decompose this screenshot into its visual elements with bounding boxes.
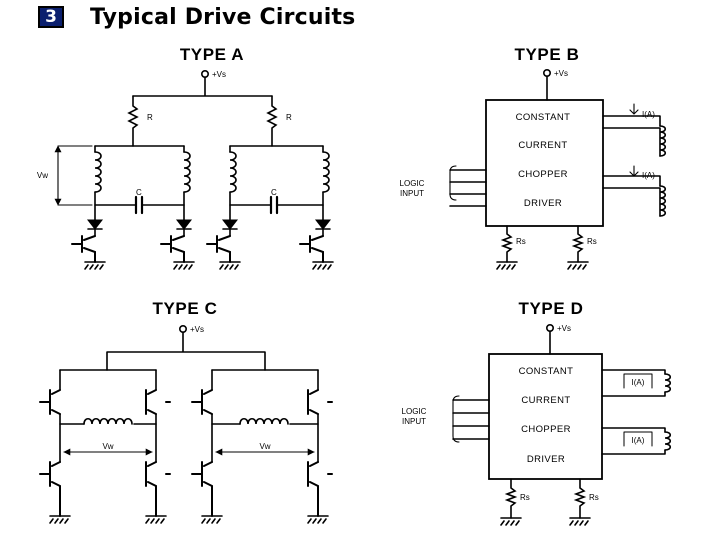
header: 3 Typical Drive Circuits xyxy=(38,4,355,30)
type-d-box-line-1: CONSTANT xyxy=(519,366,574,377)
type-b-box-line-2: CURRENT xyxy=(518,140,567,151)
type-d-title: TYPE D xyxy=(518,299,583,318)
type-b-input-label-2: INPUT xyxy=(400,189,424,198)
type-b-input-label-1: LOGIC xyxy=(400,179,425,188)
type-a-resistor-right xyxy=(266,95,278,147)
section-badge: 3 xyxy=(38,6,64,28)
type-c-vw-label-left: Vw xyxy=(102,442,113,451)
type-d-coil-1 xyxy=(664,373,672,393)
type-d-rs-label-1: Rs xyxy=(520,493,530,502)
type-b-box-line-4: DRIVER xyxy=(524,198,562,209)
type-d-box-line-4: DRIVER xyxy=(527,454,565,465)
type-b-box-line-1: CONSTANT xyxy=(516,112,571,123)
type-d-input-label-1: LOGIC xyxy=(402,407,427,416)
type-b-driver-box xyxy=(485,99,604,227)
type-d-box-line-2: CURRENT xyxy=(521,395,570,406)
type-a-title: TYPE A xyxy=(180,45,244,64)
type-b-rs-label-2: Rs xyxy=(587,237,597,246)
type-c-title: TYPE C xyxy=(152,299,217,318)
type-b-coil-1 xyxy=(659,125,667,157)
type-a-circuit: TYPE A +Vs R R Vw C C xyxy=(37,45,334,270)
page-title: Typical Drive Circuits xyxy=(90,4,356,30)
type-a-resistor-label-left: R xyxy=(147,113,153,122)
type-a-supply-label: +Vs xyxy=(212,70,226,79)
type-b-rs-label-1: Rs xyxy=(516,237,526,246)
type-b-box-line-3: CHOPPER xyxy=(518,169,568,180)
type-c-supply-label: +Vs xyxy=(190,325,204,334)
type-a-cap-label-right: C xyxy=(271,188,277,197)
type-b-supply-label: +Vs xyxy=(554,69,568,78)
type-d-current-label-1: I(A) xyxy=(632,378,645,387)
type-d-supply-label: +Vs xyxy=(557,324,571,333)
type-d-current-label-2: I(A) xyxy=(632,436,645,445)
type-d-rs-label-2: Rs xyxy=(589,493,599,502)
type-d-input-label-2: INPUT xyxy=(402,417,426,426)
type-c-coil-right xyxy=(239,417,289,425)
type-a-cap-label-left: C xyxy=(136,188,142,197)
type-a-coils xyxy=(94,145,330,221)
type-b-circuit: TYPE B +Vs CONSTANT CURRENT CHOPPER DRIV… xyxy=(400,45,667,270)
type-d-box-line-3: CHOPPER xyxy=(521,424,571,435)
type-b-current-label-1: I(A) xyxy=(642,110,655,119)
type-a-resistor-label-right: R xyxy=(286,113,292,122)
type-b-title: TYPE B xyxy=(514,45,579,64)
type-d-coil-2 xyxy=(664,431,672,451)
type-c-circuit: TYPE C +Vs Vw Vw xyxy=(39,299,333,524)
type-a-resistor-left xyxy=(127,95,139,147)
type-b-current-label-2: I(A) xyxy=(642,171,655,180)
type-b-coil-2 xyxy=(659,185,667,217)
type-d-circuit: TYPE D +Vs CONSTANT CURRENT CHOPPER DRIV… xyxy=(402,299,672,526)
type-d-driver-box xyxy=(488,353,603,480)
type-a-vw-label: Vw xyxy=(37,171,48,180)
type-c-vw-label-right: Vw xyxy=(259,442,270,451)
type-c-coil-left xyxy=(83,417,133,425)
